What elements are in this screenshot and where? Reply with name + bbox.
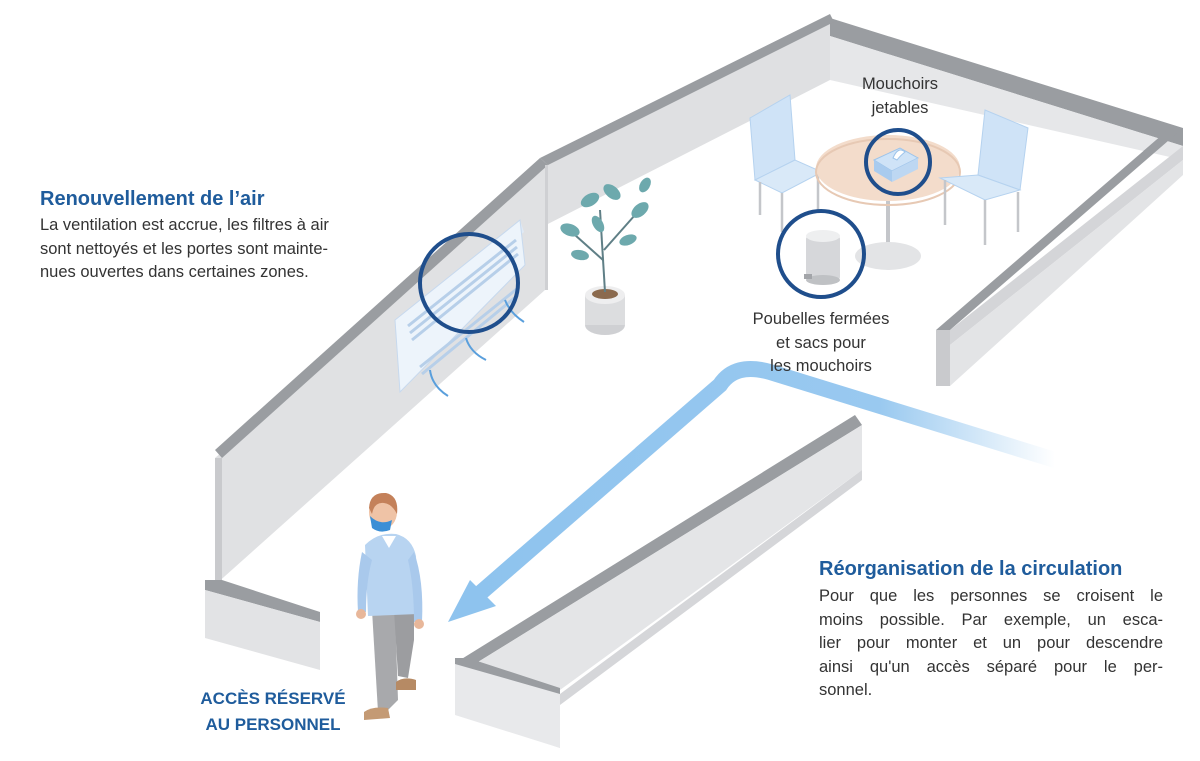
air-renewal-description: La ventilation est accrue, les filtres à…: [40, 214, 400, 285]
air-renewal-line-1: La ventilation est accrue, les filtres à…: [40, 216, 329, 234]
masked-person-icon: [356, 492, 424, 720]
bins-label-line-3: les mouchoirs: [770, 357, 872, 375]
ventilation-unit-icon: [394, 219, 526, 397]
low-wall-left: [205, 580, 320, 670]
staff-access-label: ACCÈS RÉSERVÉ AU PERSONNEL: [188, 686, 358, 738]
circulation-arrow-icon: [448, 361, 1063, 622]
potted-plant-icon: [560, 177, 651, 335]
tissue-box-icon: [864, 128, 932, 196]
circulation-line-2: moins possible. Par exemple, un esca-: [819, 610, 1163, 629]
tissues-label-line-2: jetables: [871, 98, 929, 117]
table-with-chairs-icon: [749, 94, 1029, 270]
circulation-title: Réorganisation de la circulation: [819, 558, 1123, 580]
air-renewal-title: Renouvellement de l’air: [40, 188, 265, 210]
air-renewal-line-3: nues ouvertes dans certaines zones.: [40, 263, 309, 281]
tissues-label: Mouchoirs jetables: [840, 73, 960, 120]
circulation-line-1: Pour que les personnes se croisent le: [819, 587, 1163, 605]
corridor-divider-wall: [455, 415, 862, 748]
circulation-line-5: sonnel.: [819, 681, 873, 699]
pedal-bin-icon: [776, 209, 866, 299]
circulation-line-3: lier pour monter et un pour descendre: [819, 634, 1163, 652]
tissues-label-line-1: Mouchoirs: [861, 75, 939, 93]
staff-access-line-2: AU PERSONNEL: [205, 715, 341, 734]
circulation-line-4: ainsi qu'un accès séparé pour le per-: [819, 657, 1163, 676]
air-renewal-line-2: sont nettoyés et les portes sont mainte-: [40, 239, 328, 258]
bins-label-line-1: Poubelles fermées: [752, 310, 890, 328]
room-wall-back: [540, 18, 1183, 386]
bins-label: Poubelles fermées et sacs pour les mouch…: [730, 308, 912, 379]
circulation-description: Pour que les personnes se croisent le mo…: [819, 585, 1163, 703]
staff-access-line-1: ACCÈS RÉSERVÉ: [200, 689, 346, 708]
bins-label-line-2: et sacs pour: [776, 333, 866, 352]
